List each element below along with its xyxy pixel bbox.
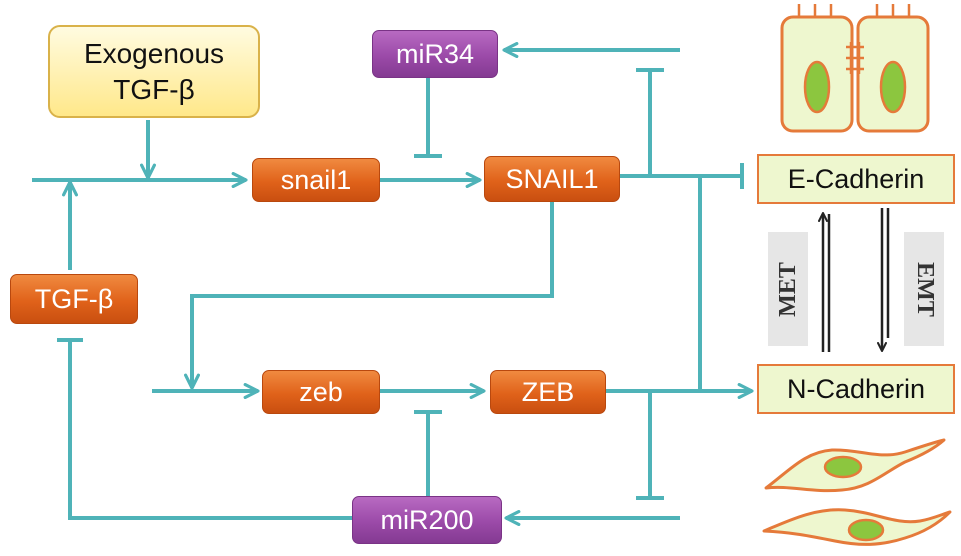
e-cadherin-node: E-Cadherin bbox=[757, 154, 955, 204]
zeb-gene-node: zeb bbox=[262, 370, 380, 414]
mir200-node: miR200 bbox=[352, 496, 502, 544]
emt-label: EMT bbox=[911, 261, 938, 317]
snail1-gene-node: snail1 bbox=[252, 158, 380, 202]
emt-arrow bbox=[877, 208, 890, 352]
exogenous-tgf-line1: Exogenous bbox=[83, 37, 225, 69]
snail1-protein-node: SNAIL1 bbox=[484, 156, 620, 202]
exogenous-tgf-box: Exogenous TGF-β bbox=[48, 25, 260, 118]
edge-mir34-inhibits-SNAIL1 bbox=[414, 78, 442, 158]
met-label: MET bbox=[774, 261, 801, 317]
met-label-box: MET bbox=[768, 232, 808, 346]
edge-mir200-inhibits-tgf bbox=[57, 338, 352, 520]
edge-SNAIL1-inhibits-mir34 bbox=[636, 68, 664, 176]
edge-SNAIL1-inhibits-ecadherin bbox=[620, 163, 744, 189]
emt-label-box: EMT bbox=[904, 232, 944, 346]
mir34-node: miR34 bbox=[372, 30, 498, 78]
met-arrow bbox=[818, 212, 831, 352]
n-cadherin-node: N-Cadherin bbox=[757, 364, 955, 414]
edge-SNAIL1-to-zeb bbox=[184, 200, 554, 390]
edge-ZEB-inhibits-mir200 bbox=[636, 393, 664, 500]
mesenchymal-cells-icon bbox=[762, 438, 952, 546]
tgf-beta-node: TGF-β bbox=[10, 274, 138, 324]
exogenous-tgf-line2: TGF-β bbox=[113, 73, 195, 105]
epithelial-cells-icon bbox=[780, 4, 930, 133]
zeb-protein-node: ZEB bbox=[490, 370, 606, 414]
edge-mir200-inhibits-zeb bbox=[414, 410, 442, 496]
